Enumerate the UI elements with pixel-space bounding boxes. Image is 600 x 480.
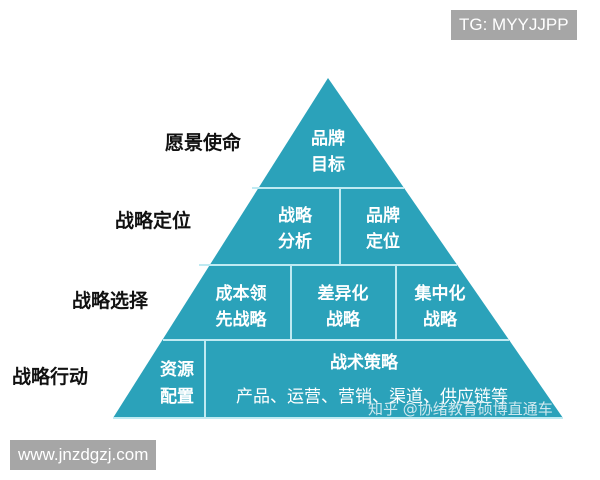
row3-c-line2: 战略 bbox=[423, 309, 458, 330]
pyramid-dividers bbox=[113, 187, 563, 419]
level-label-vision: 愿景使命 bbox=[165, 132, 242, 154]
row3-b-line2: 战略 bbox=[326, 309, 361, 330]
row2-a-line1: 战略 bbox=[278, 205, 313, 226]
row4-detail: 产品、运营、营销、渠道、供应链等 bbox=[236, 387, 508, 407]
row3-a-line1: 成本领 bbox=[216, 283, 267, 304]
pyramid bbox=[113, 78, 563, 418]
top-watermark-badge: TG: MYYJJPP bbox=[451, 10, 577, 40]
row2-b-line1: 品牌 bbox=[366, 205, 400, 226]
row3-b-line1: 差异化 bbox=[318, 283, 369, 304]
zhihu-watermark: 知乎 @协绪教育硕博直通车 bbox=[368, 400, 553, 418]
bottom-watermark-badge: www.jnzdgzj.com bbox=[10, 440, 157, 470]
row1-line1: 品牌 bbox=[311, 128, 345, 149]
level-label-positioning: 战略定位 bbox=[115, 210, 192, 232]
row4-left-line2: 配置 bbox=[160, 387, 194, 407]
level-label-choice: 战略选择 bbox=[72, 290, 149, 312]
row3-a-line2: 先战略 bbox=[216, 309, 268, 330]
row3-c-line1: 集中化 bbox=[414, 283, 466, 304]
row4-left-line1: 资源 bbox=[160, 359, 194, 380]
row4-title: 战术策略 bbox=[330, 352, 399, 373]
level-label-action: 战略行动 bbox=[12, 366, 89, 388]
row2-b-line2: 定位 bbox=[366, 231, 400, 252]
row1-line2: 目标 bbox=[311, 154, 345, 175]
row2-a-line2: 分析 bbox=[278, 231, 312, 252]
